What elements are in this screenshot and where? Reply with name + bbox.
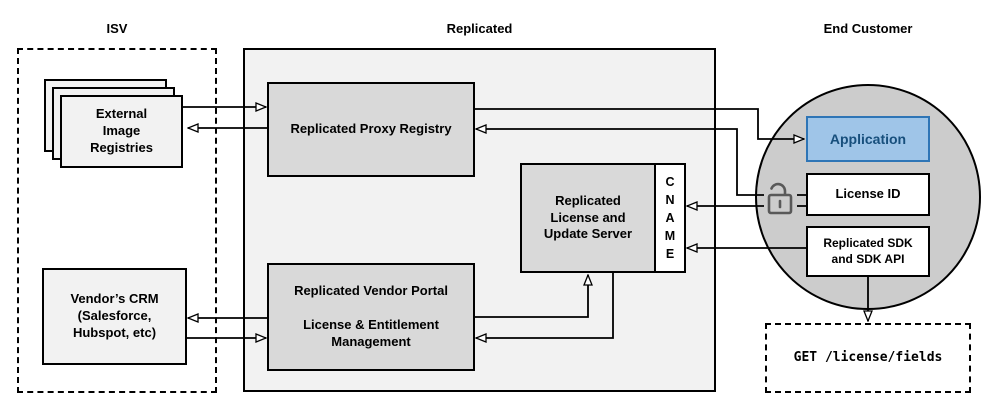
arrow-proxy-to-application <box>475 108 804 139</box>
isv-section-title: ISV <box>106 21 128 36</box>
vendor-portal-node: Replicated Vendor Portal License & Entit… <box>267 263 475 371</box>
arrow-portal-to-update-server <box>475 275 588 318</box>
cname-label: CNAME <box>664 174 676 262</box>
arrow-update-server-to-portal <box>476 273 614 338</box>
replicated-sdk-node: Replicated SDK and SDK API <box>806 226 930 277</box>
license-id-label: License ID <box>835 186 901 202</box>
proxy-registry-node: Replicated Proxy Registry <box>267 82 475 177</box>
replicated-sdk-label: Replicated SDK and SDK API <box>823 235 913 266</box>
vendor-crm-label: Vendor’s CRM (Salesforce, Hubspot, etc) <box>70 291 159 340</box>
get-license-fields-label: GET /license/fields <box>793 349 943 365</box>
open-padlock-icon <box>764 181 797 217</box>
cname-node: CNAME <box>654 163 686 273</box>
replicated-section-title: Replicated <box>446 21 513 36</box>
license-update-server-label: Replicated License and Update Server <box>543 192 633 242</box>
license-id-node: License ID <box>806 173 930 216</box>
isv-section-boundary <box>17 48 217 393</box>
external-image-registries-node: External Image Registries <box>60 95 183 168</box>
license-update-server-node: Replicated License and Update Server <box>520 163 656 273</box>
end-customer-section-title: End Customer <box>823 21 913 36</box>
external-image-registries-label: External Image Registries <box>90 106 153 155</box>
application-node: Application <box>806 116 930 162</box>
application-label: Application <box>829 130 907 147</box>
vendor-portal-label: Replicated Vendor Portal License & Entit… <box>294 283 448 349</box>
get-license-fields-box: GET /license/fields <box>765 323 971 393</box>
vendor-crm-node: Vendor’s CRM (Salesforce, Hubspot, etc) <box>42 268 187 365</box>
proxy-registry-label: Replicated Proxy Registry <box>290 121 452 137</box>
